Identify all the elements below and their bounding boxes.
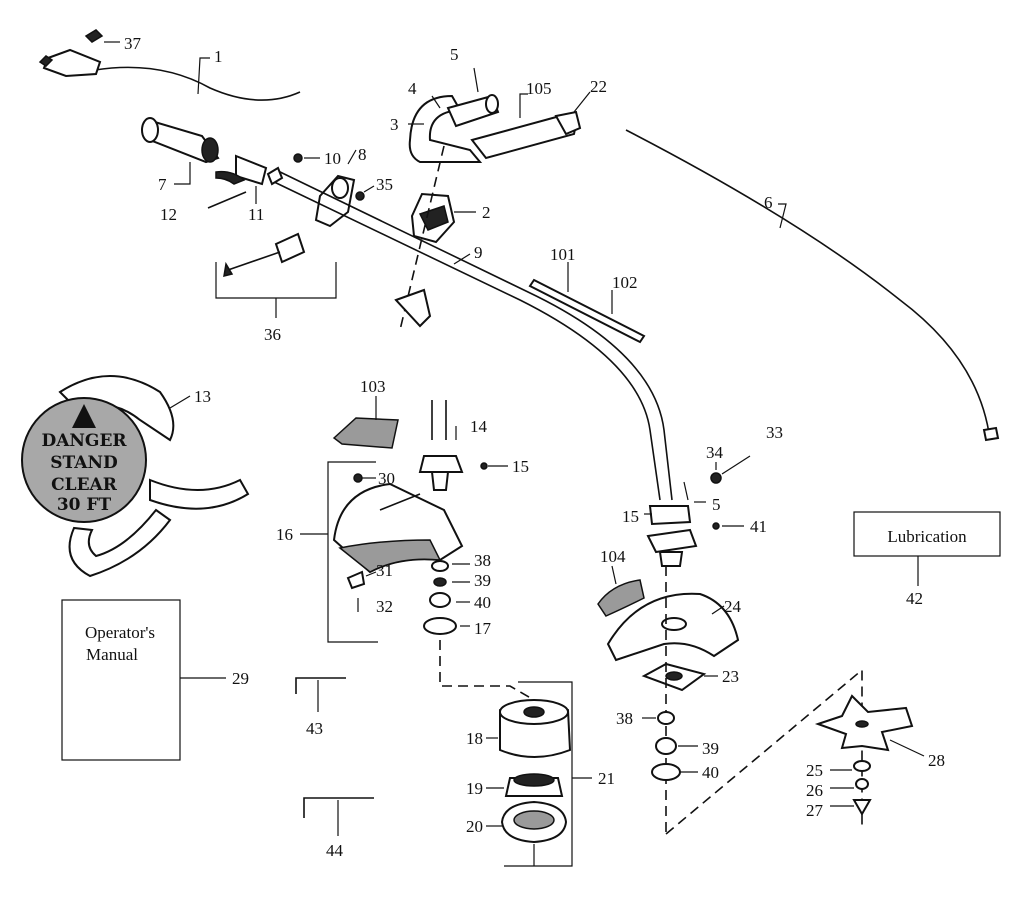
label-42: 42 <box>906 589 923 608</box>
label-22: 22 <box>590 77 607 96</box>
blade-hardware-stack <box>852 760 872 817</box>
label-32: 32 <box>376 597 393 616</box>
lubrication-label: Lubrication <box>887 527 967 546</box>
label-23: 23 <box>722 667 739 686</box>
label-15-left: 15 <box>512 457 529 476</box>
handle-clamp-part <box>410 192 456 244</box>
label-13: 13 <box>194 387 211 406</box>
label-21: 21 <box>598 769 615 788</box>
label-1: 1 <box>214 47 223 66</box>
left-hardware-stack <box>423 560 457 635</box>
label-43: 43 <box>306 719 323 738</box>
label-31: 31 <box>376 561 393 580</box>
label-34: 34 <box>706 443 724 462</box>
label-44: 44 <box>326 841 344 860</box>
throttle-trigger-part <box>207 154 268 209</box>
handle-bracket-part <box>223 174 356 278</box>
right-hardware-stack <box>651 711 681 781</box>
flex-cable-part <box>625 129 1000 442</box>
guard-shield-part <box>332 417 399 449</box>
label-39-right: 39 <box>702 739 719 758</box>
label-103: 103 <box>360 377 386 396</box>
trimmer-head-part <box>499 699 572 844</box>
label-16: 16 <box>276 525 293 544</box>
label-39-left: 39 <box>474 571 491 590</box>
shoulder-harness-part: DANGER STAND CLEAR 30 FT <box>21 375 250 578</box>
danger-line-2: STAND <box>50 453 118 473</box>
label-104: 104 <box>600 547 626 566</box>
ignition-wire-part <box>38 29 301 101</box>
label-24: 24 <box>724 597 742 616</box>
lower-bracket-part <box>646 505 698 567</box>
label-6: 6 <box>764 193 773 212</box>
operators-manual-box <box>61 599 181 761</box>
manual-line-1: Operator's <box>85 623 155 642</box>
label-15-right: 15 <box>622 507 639 526</box>
label-37: 37 <box>124 34 142 53</box>
label-33: 33 <box>766 423 783 442</box>
label-3: 3 <box>390 115 399 134</box>
label-2: 2 <box>482 203 491 222</box>
label-35: 35 <box>376 175 393 194</box>
label-38-right: 38 <box>616 709 633 728</box>
handle-grip-part <box>141 117 220 164</box>
label-20: 20 <box>466 817 483 836</box>
label-10: 10 <box>324 149 341 168</box>
label-40-left: 40 <box>474 593 491 612</box>
handle-bar-part <box>470 110 582 160</box>
label-30: 30 <box>378 469 395 488</box>
label-29: 29 <box>232 669 249 688</box>
label-12: 12 <box>160 205 177 224</box>
label-14: 14 <box>470 417 488 436</box>
label-11: 11 <box>248 205 264 224</box>
label-41: 41 <box>750 517 767 536</box>
label-5-top: 5 <box>450 45 459 64</box>
label-18: 18 <box>466 729 483 748</box>
blade-guard-part <box>606 592 740 662</box>
label-28: 28 <box>928 751 945 770</box>
danger-line-1: DANGER <box>41 431 127 451</box>
guard-extension-part <box>597 579 645 617</box>
label-105: 105 <box>526 79 552 98</box>
label-8: 8 <box>358 145 367 164</box>
label-36: 36 <box>264 325 281 344</box>
manual-line-2: Manual <box>86 645 138 664</box>
label-7: 7 <box>158 175 167 194</box>
drive-shaft-housing-part <box>266 166 673 501</box>
lubrication-box <box>853 511 1001 557</box>
hex-wrench-large <box>303 797 374 818</box>
lower-shaft-part <box>418 400 464 491</box>
label-4: 4 <box>408 79 417 98</box>
label-101: 101 <box>550 245 576 264</box>
cutting-blade-part <box>814 694 914 752</box>
label-9: 9 <box>474 243 483 262</box>
spare-line-part <box>528 278 646 344</box>
label-102: 102 <box>612 273 638 292</box>
danger-line-3: CLEAR <box>51 475 118 495</box>
label-5-right: 5 <box>712 495 721 514</box>
label-27: 27 <box>806 801 824 820</box>
label-26: 26 <box>806 781 823 800</box>
label-40-right: 40 <box>702 763 719 782</box>
label-19: 19 <box>466 779 483 798</box>
label-17: 17 <box>474 619 492 638</box>
upper-handle-part <box>408 94 500 163</box>
label-25: 25 <box>806 761 823 780</box>
hex-wrench-small <box>295 677 346 694</box>
label-38-left: 38 <box>474 551 491 570</box>
danger-line-4: 30 FT <box>57 495 112 515</box>
deflector-guard-part <box>332 482 464 574</box>
